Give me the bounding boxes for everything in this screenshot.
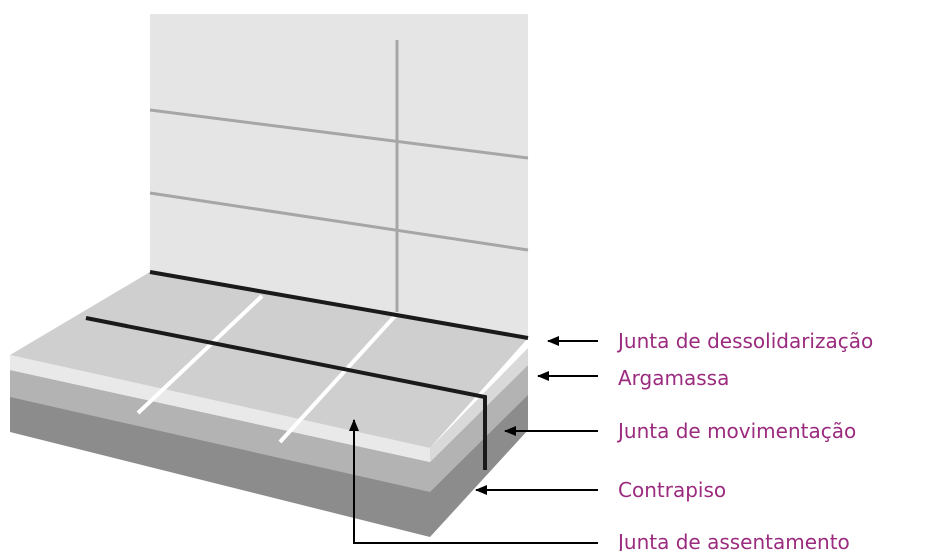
wall-panel <box>150 14 528 338</box>
base-layer <box>10 392 528 537</box>
callouts <box>349 336 598 544</box>
grout-line-2 <box>278 314 397 444</box>
grout-line-1 <box>136 294 264 415</box>
wall-joint-row-2 <box>149 191 529 252</box>
floor-tiles-edge <box>10 355 430 462</box>
contrapiso-layer <box>10 365 528 492</box>
callout-labels: Junta de dessolidarização Argamassa Junt… <box>616 329 873 551</box>
label-junta-assentamento: Junta de assentamento <box>616 530 850 551</box>
label-junta-movimentacao: Junta de movimentação <box>616 419 856 443</box>
junta-assentamento-lines <box>136 294 397 444</box>
label-junta-dessolidarizacao: Junta de dessolidarização <box>616 329 873 353</box>
wall <box>149 14 529 338</box>
wall-joint-row-1 <box>149 108 529 160</box>
label-contrapiso: Contrapiso <box>618 478 726 502</box>
junta-lines-dark <box>85 270 529 470</box>
junta-dessolidarizacao-line <box>149 270 529 340</box>
arrow-assentamento <box>349 419 598 544</box>
floor-assembly <box>10 270 529 537</box>
wall-tile-joints <box>149 40 529 312</box>
junta-movimentacao-line <box>85 316 487 470</box>
label-argamassa: Argamassa <box>618 366 729 390</box>
